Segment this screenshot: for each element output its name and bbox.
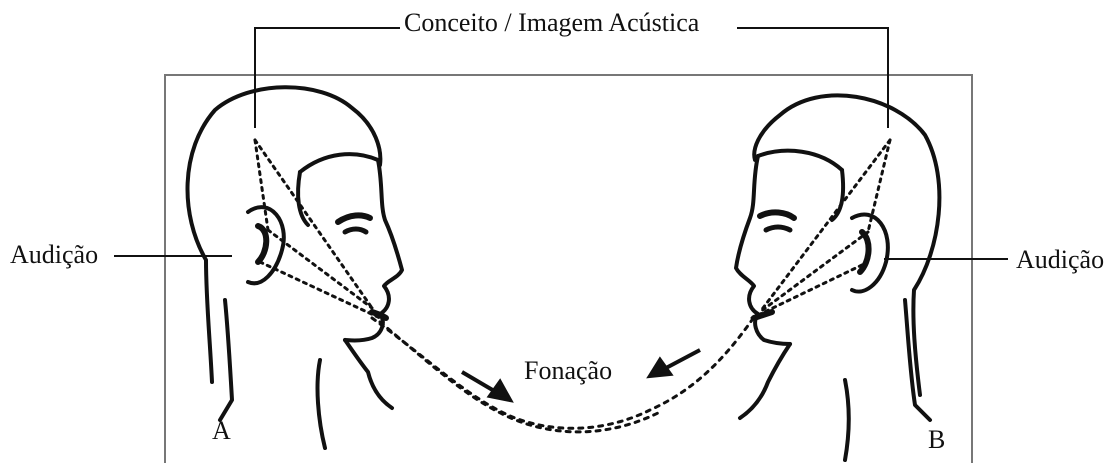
head-b-figure	[734, 93, 942, 462]
fonacao-arrow-from-a	[460, 370, 514, 403]
diagram-frame	[164, 74, 973, 463]
head-b-dotted-paths	[750, 138, 892, 320]
top-label-leader	[254, 27, 889, 128]
head-a-figure	[185, 85, 404, 450]
speaker-a-label: A	[212, 416, 231, 445]
sound-path	[370, 316, 754, 434]
right-audition-label: Audição	[1016, 245, 1105, 274]
head-a-dotted-paths	[253, 138, 382, 320]
concept-image-label: Conceito / Imagem Acústica	[404, 8, 700, 37]
speaker-b-label: B	[928, 425, 946, 454]
fonacao-arrow-from-b	[646, 348, 701, 379]
phonation-label: Fonação	[524, 356, 613, 385]
left-audition-label: Audição	[10, 240, 99, 269]
